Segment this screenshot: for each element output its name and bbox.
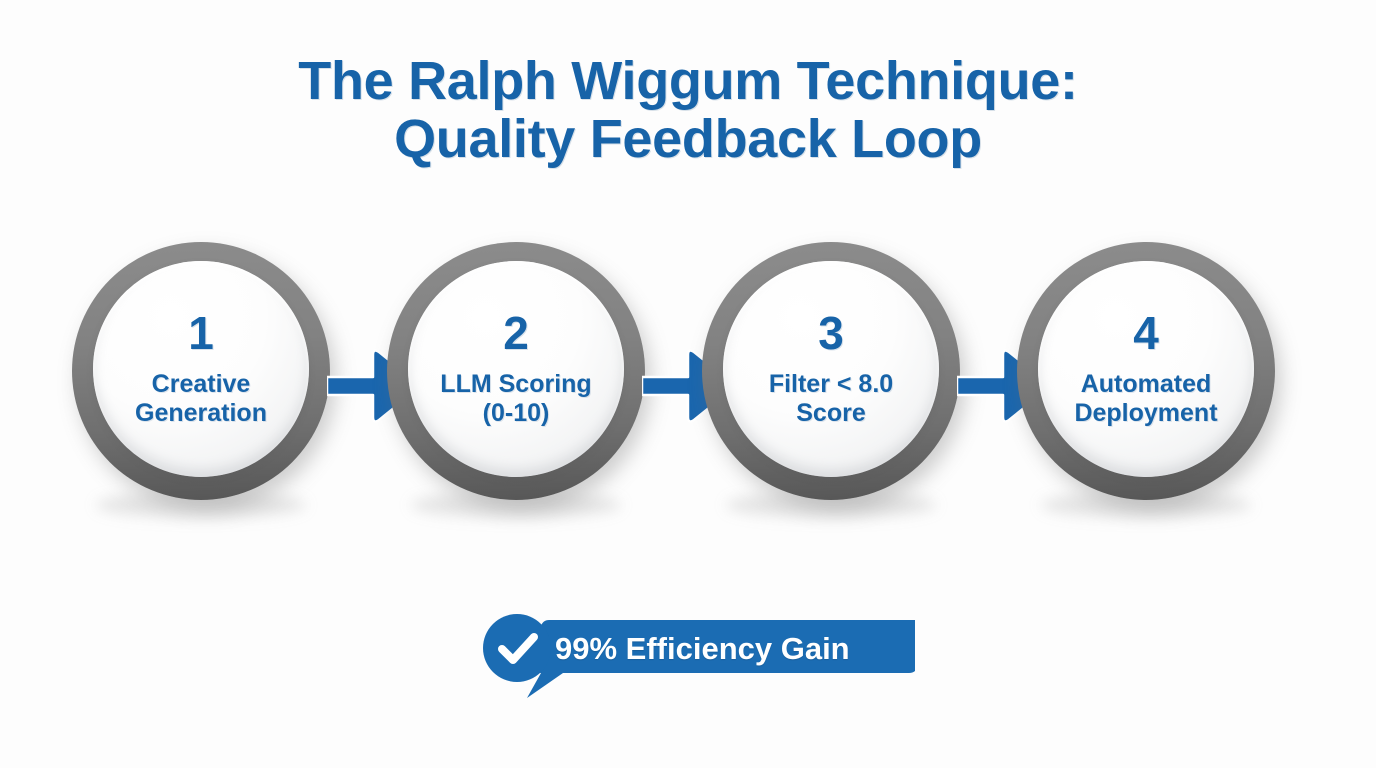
process-step-2[interactable]: 2 LLM Scoring (0-10) [387, 242, 645, 500]
step-number-1: 1 [188, 307, 214, 359]
step-label-3: Filter < 8.0 Score [768, 370, 894, 427]
process-step-4[interactable]: 4 Automated Deployment [1017, 242, 1275, 500]
process-flow: 1 Creative Generation 2 LLM Scoring (0-1… [0, 236, 1376, 536]
page-title-line-2: Quality Feedback Loop [394, 109, 982, 170]
page-title: The Ralph Wiggum Technique: Quality Feed… [0, 52, 1376, 169]
process-step-3[interactable]: 3 Filter < 8.0 Score [702, 242, 960, 500]
step-disc-1: 1 Creative Generation [93, 261, 309, 477]
check-circle-background [483, 614, 551, 682]
badge-banner [527, 620, 915, 698]
step-disc-4: 4 Automated Deployment [1038, 261, 1254, 477]
process-step-1[interactable]: 1 Creative Generation [72, 242, 330, 500]
step-label-1: Creative Generation [135, 370, 267, 427]
step-number-4: 4 [1133, 307, 1159, 359]
badge-label: 99% Efficiency Gain [555, 631, 850, 666]
step-number-2: 2 [503, 307, 529, 359]
check-icon [498, 633, 538, 664]
step-disc-2: 2 LLM Scoring (0-10) [408, 261, 624, 477]
badge-shape [483, 614, 915, 698]
step-label-4: Automated Deployment [1074, 370, 1218, 427]
page-title-line-1: The Ralph Wiggum Technique: [298, 51, 1078, 111]
step-disc-3: 3 Filter < 8.0 Score [723, 261, 939, 477]
efficiency-badge: 99% Efficiency Gain [475, 612, 915, 700]
step-label-2: LLM Scoring (0-10) [440, 370, 592, 427]
step-number-3: 3 [818, 307, 844, 359]
